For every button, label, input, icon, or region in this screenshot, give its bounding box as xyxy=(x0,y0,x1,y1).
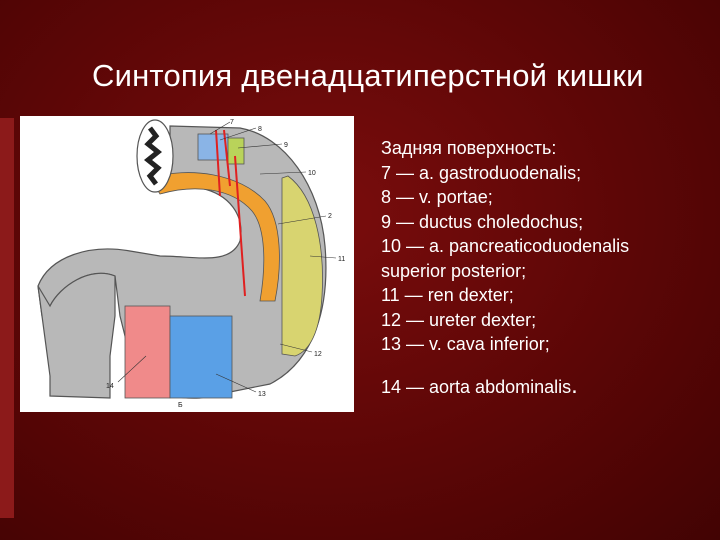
legend-item: 7 — a. gastroduodenalis; xyxy=(381,162,582,183)
left-accent-bar xyxy=(0,118,14,518)
ren-dexter-shape xyxy=(281,175,323,357)
slide-title: Синтопия двенадцатиперстной кишки xyxy=(92,58,644,93)
label-7: 7 xyxy=(230,119,234,126)
aorta-shape xyxy=(124,305,171,399)
label-9: 9 xyxy=(284,142,288,149)
label-8: 8 xyxy=(258,126,262,133)
a-gastroduodenalis-shape xyxy=(215,129,246,297)
legend-item: 12 — ureter dexter; xyxy=(381,309,537,330)
label-14: 14 xyxy=(106,383,114,390)
label-2: 2 xyxy=(328,213,332,220)
label-11: 11 xyxy=(338,256,345,263)
legend-item: 9 — ductus choledochus; xyxy=(381,211,584,232)
legend-list: Задняя поверхность: 7 — a. gastroduodena… xyxy=(381,136,711,399)
label-b: Б xyxy=(178,402,183,409)
legend-last-text: 14 — aorta abdominalis xyxy=(381,376,572,397)
a-pancreaticoduodenalis-shape xyxy=(149,172,280,302)
label-10: 10 xyxy=(308,170,316,177)
label-12: 12 xyxy=(314,351,322,358)
v-portae-shape xyxy=(197,133,229,161)
legend-last-punct: . xyxy=(571,371,578,399)
v-cava-shape xyxy=(169,315,233,399)
legend-item: 13 — v. cava inferior; xyxy=(381,334,550,354)
legend-header: Задняя поверхность: xyxy=(381,138,557,158)
legend-item: 11 — ren dexter; xyxy=(381,285,514,305)
legend-item-last: 14 — aorta abdominalis. xyxy=(381,371,711,400)
duodenum-diagram: 7 8 9 10 2 11 12 13 14 Б xyxy=(20,116,354,412)
legend-item: superior posterior; xyxy=(381,260,527,281)
legend-item: 10 — a. pancreaticoduodenalis xyxy=(381,236,630,256)
legend-item: 8 — v. portae; xyxy=(381,187,493,207)
label-13: 13 xyxy=(258,391,266,398)
